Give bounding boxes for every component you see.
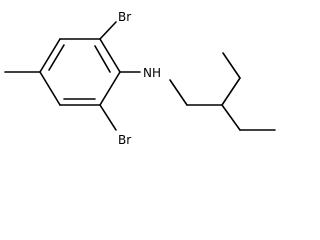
ring-bond [39,38,61,73]
structure-diagram: Br Br NH [4,10,276,147]
ring-bond [99,71,121,106]
ch-ethyl-up-bond [221,77,241,106]
ring-double-bond [94,45,111,73]
ring-bond [39,71,61,106]
ch-ethyl-down-bond [221,104,241,131]
bromine-top-bond [99,21,117,40]
bromine-bottom-label: Br [118,133,131,147]
alkyl-chain [169,52,276,131]
ring-double-bond [48,44,65,71]
amine-ch2-bond [169,79,188,106]
benzene-ring [39,38,121,106]
bromine-bottom-bond [99,104,117,131]
molecule-drawing: Br Br NH [4,10,276,147]
bromine-top-label: Br [118,10,131,24]
amine-label: NH [143,66,161,80]
ethyl-up-terminal-bond [222,52,241,79]
ring-bond [99,38,121,73]
